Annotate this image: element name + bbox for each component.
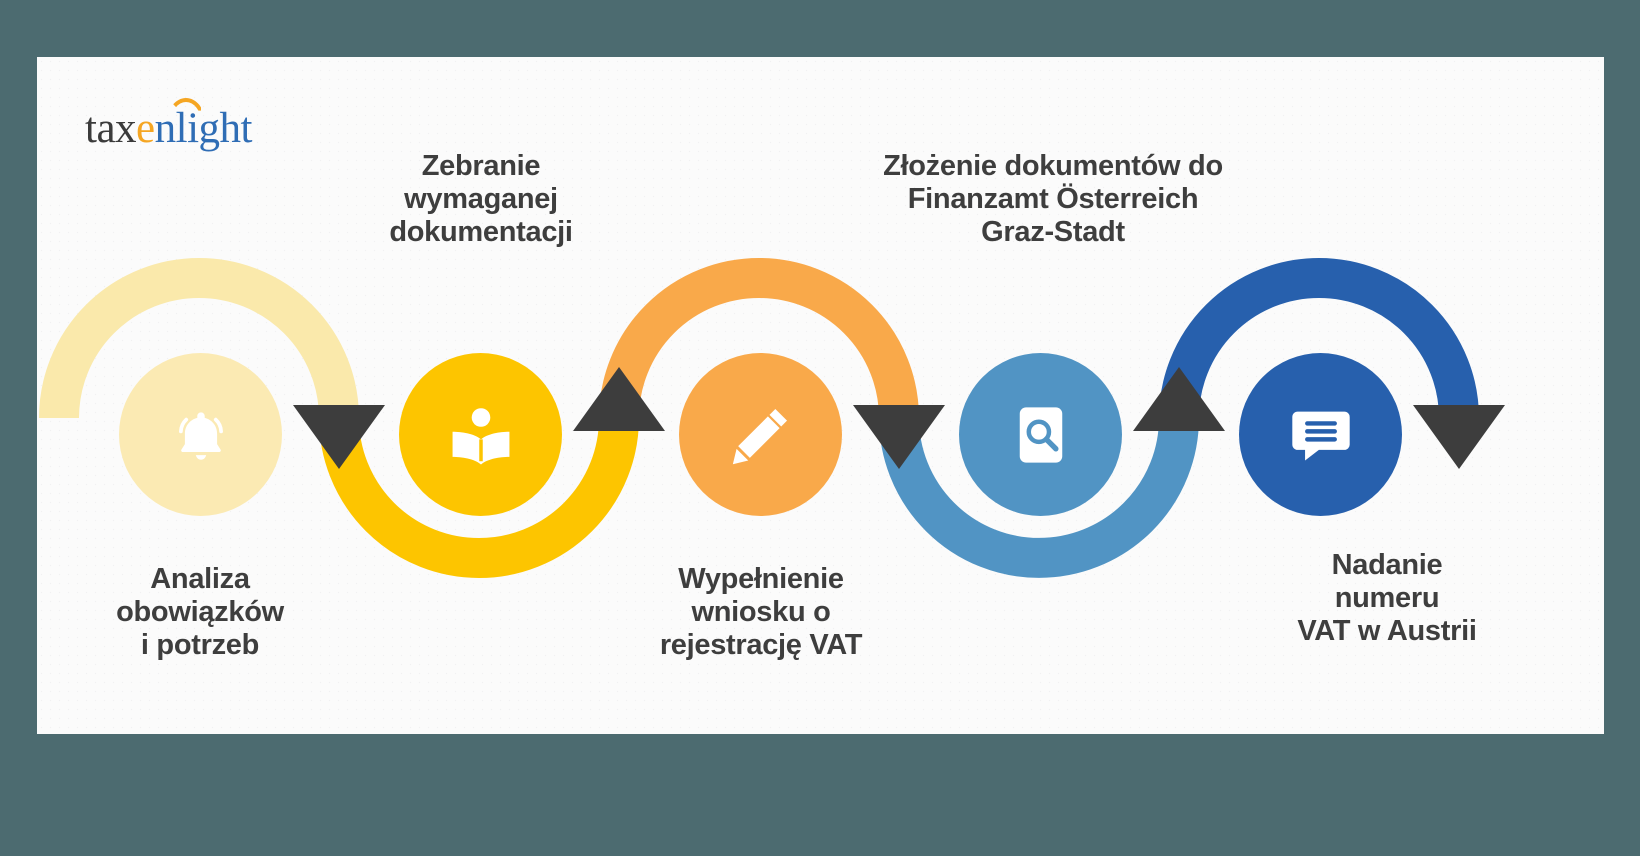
step-node-5[interactable]: [1239, 353, 1402, 516]
ribbon-segment-1: [39, 258, 359, 419]
arc-over-e-icon: [167, 98, 205, 122]
ribbon-segment-5: [1159, 258, 1479, 419]
connector-arrow-2-up: [573, 367, 665, 431]
step-node-2[interactable]: [399, 353, 562, 516]
ribbon-segment-4: [879, 417, 1199, 578]
step-label-4: Złożenie dokumentów do Finanzamt Österre…: [883, 150, 1223, 248]
connector-arrow-4-up: [1133, 367, 1225, 431]
step-node-3[interactable]: [679, 353, 842, 516]
connector-arrows: [293, 367, 1505, 469]
step-node-4[interactable]: [959, 353, 1122, 516]
step-label-5: Nadanie numeru VAT w Austrii: [1297, 549, 1477, 647]
logo-text-e: e: [136, 105, 155, 152]
connector-arrow-5-down: [1413, 405, 1505, 469]
connector-arrow-3-down: [853, 405, 945, 469]
infographic-card: taxenlight: [37, 57, 1604, 734]
serpentine-ribbon: [39, 258, 1479, 578]
connector-arrow-1-down: [293, 405, 385, 469]
speech-bubble-lines-icon: [1291, 411, 1350, 460]
pencil-icon: [732, 408, 787, 464]
step-label-3: Wypełnienie wniosku o rejestrację VAT: [659, 563, 863, 661]
ribbon-segment-2: [319, 417, 639, 578]
step-label-1: Analiza obowiązków i potrzeb: [116, 563, 284, 661]
step-label-2: Zebranie wymaganej dokumentacji: [389, 150, 573, 248]
taxenlight-logo: taxenlight: [85, 98, 252, 152]
logo-text-tax: tax: [85, 105, 137, 152]
ribbon-segment-3: [599, 258, 919, 419]
bell-icon: [178, 411, 223, 460]
open-book-reader-icon: [452, 407, 509, 465]
document-search-icon: [1019, 406, 1062, 463]
step-node-1[interactable]: [119, 353, 282, 516]
